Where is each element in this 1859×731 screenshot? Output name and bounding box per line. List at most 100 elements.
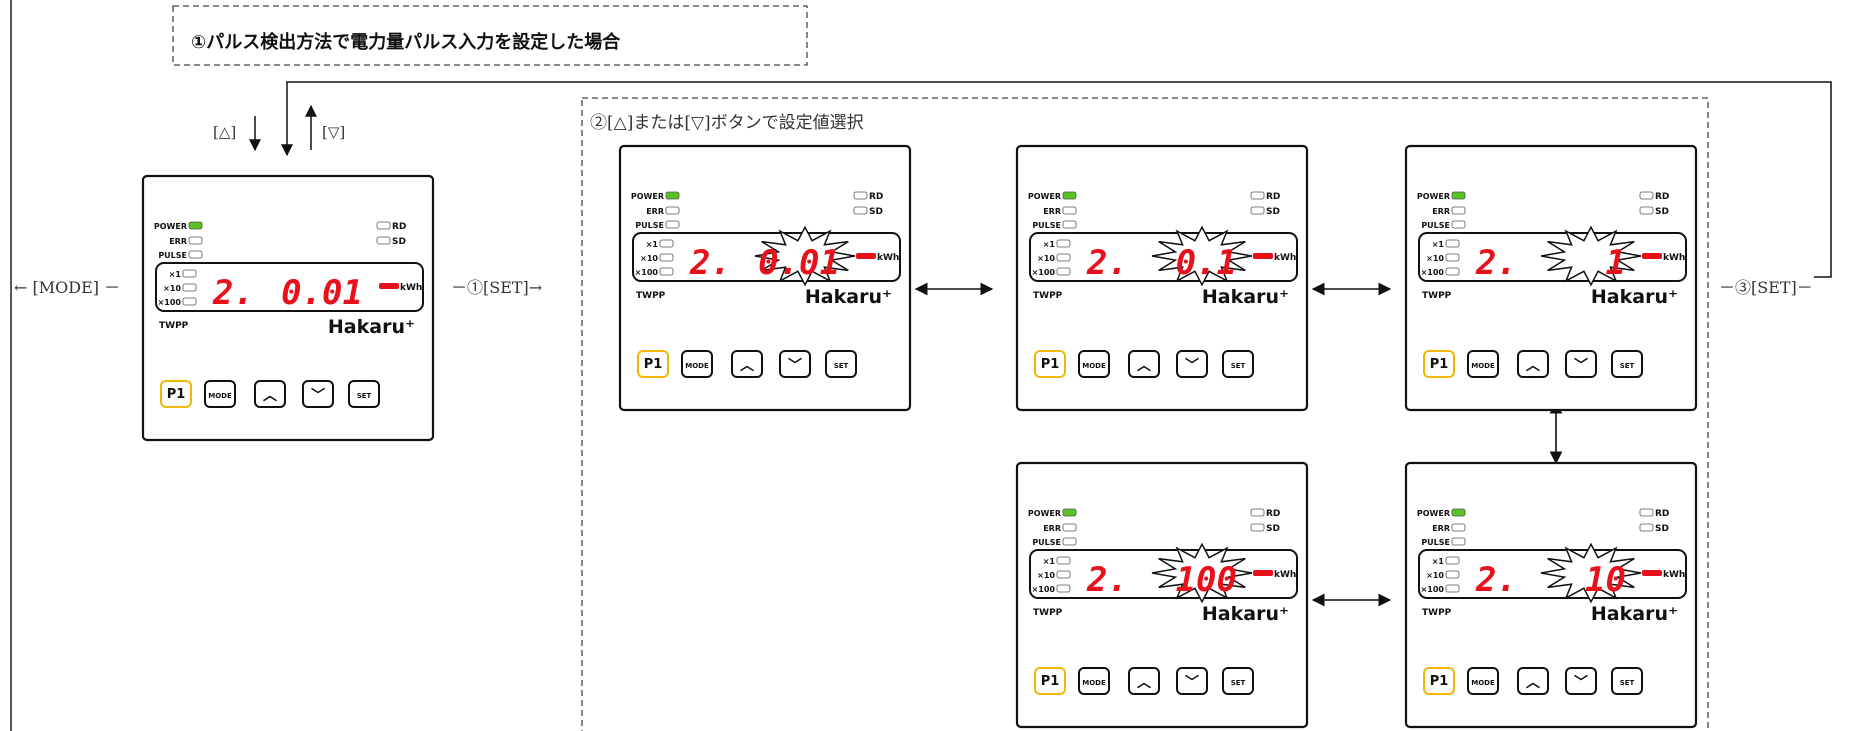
button-mode-label: MODE — [1082, 362, 1106, 370]
range-label-x10: ×10 — [1037, 254, 1055, 263]
range-label-x1: ×1 — [1432, 557, 1445, 566]
button-p1[interactable]: P1 — [1034, 667, 1066, 695]
range-label-x10: ×10 — [163, 284, 181, 293]
led-label-pulse: PULSE — [635, 221, 664, 230]
unit-indicator — [856, 253, 876, 259]
button-down[interactable]: ﹀ — [1176, 667, 1208, 695]
button-set-label: SET — [1231, 362, 1246, 370]
button-p1-label: P1 — [1041, 674, 1060, 689]
led-label-power: POWER — [1417, 509, 1450, 518]
section-box — [581, 97, 1709, 731]
range-label-x10: ×10 — [640, 254, 658, 263]
title-box — [172, 5, 808, 66]
led-label-err: ERR — [169, 237, 187, 246]
led-label-power: POWER — [1417, 192, 1450, 201]
led-label-rd: RD — [392, 222, 406, 232]
button-mode[interactable]: MODE — [1467, 350, 1499, 378]
led-label-power: POWER — [154, 222, 187, 231]
button-set[interactable]: SET — [348, 380, 380, 408]
button-set[interactable]: SET — [1222, 350, 1254, 378]
led-label-pulse: PULSE — [1032, 538, 1061, 547]
button-up[interactable]: ︿ — [1128, 667, 1160, 695]
range-led-x1 — [659, 239, 674, 248]
button-down[interactable]: ﹀ — [1565, 667, 1597, 695]
button-mode-frame — [1467, 350, 1499, 378]
range-led-x10 — [1056, 253, 1071, 262]
blink-burst — [1151, 542, 1253, 604]
button-mode[interactable]: MODE — [1078, 350, 1110, 378]
range-led-x100 — [1056, 584, 1071, 593]
button-down-label: ﹀ — [1574, 674, 1588, 691]
button-p1[interactable]: P1 — [160, 380, 192, 408]
button-mode-frame — [1078, 350, 1110, 378]
button-up[interactable]: ︿ — [1517, 350, 1549, 378]
button-p1[interactable]: P1 — [1423, 667, 1455, 695]
channel-digit: 2. — [212, 273, 254, 313]
led-label-err: ERR — [1432, 524, 1450, 533]
unit-label: kWh — [1663, 253, 1685, 263]
range-label-x10: ×10 — [1426, 254, 1444, 263]
button-down[interactable]: ﹀ — [1565, 350, 1597, 378]
led-label-err: ERR — [1432, 207, 1450, 216]
button-set[interactable]: SET — [825, 350, 857, 378]
button-down[interactable]: ﹀ — [1176, 350, 1208, 378]
button-up-frame — [731, 350, 763, 378]
model-label: TWPP — [1033, 608, 1063, 618]
channel-digit: 2. — [1475, 560, 1517, 600]
set3-label: －③[SET]－ — [1719, 278, 1813, 297]
range-led-x1 — [1445, 556, 1460, 565]
led-power — [665, 191, 680, 200]
range-led-x1 — [1445, 239, 1460, 248]
button-up-frame — [1128, 350, 1160, 378]
range-label-x1: ×1 — [169, 270, 182, 279]
button-up[interactable]: ︿ — [1128, 350, 1160, 378]
button-up[interactable]: ︿ — [254, 380, 286, 408]
button-p1[interactable]: P1 — [1423, 350, 1455, 378]
button-down[interactable]: ﹀ — [779, 350, 811, 378]
unit-indicator — [1253, 570, 1273, 576]
setting-value: 0.01 — [281, 273, 363, 313]
range-label-x100: ×100 — [1032, 268, 1056, 277]
led-rd — [1250, 508, 1265, 517]
range-led-x100 — [1445, 267, 1460, 276]
button-p1[interactable]: P1 — [1034, 350, 1066, 378]
button-up-label: ︿ — [1526, 358, 1540, 374]
led-err — [1451, 523, 1466, 532]
button-up-label: ︿ — [1137, 358, 1151, 374]
range-led-x100 — [182, 297, 197, 306]
button-set-frame — [1222, 667, 1254, 695]
setting-value: 1 — [1606, 243, 1626, 283]
setting-value: 100 — [1176, 560, 1237, 600]
button-mode[interactable]: MODE — [681, 350, 713, 378]
led-label-rd: RD — [1655, 192, 1669, 202]
button-mode[interactable]: MODE — [204, 380, 236, 408]
button-up[interactable]: ︿ — [731, 350, 763, 378]
range-led-x100 — [1445, 584, 1460, 593]
button-mode[interactable]: MODE — [1467, 667, 1499, 695]
setting-value: 10 — [1585, 560, 1626, 600]
button-up[interactable]: ︿ — [1517, 667, 1549, 695]
led-sd — [1639, 523, 1654, 532]
button-set[interactable]: SET — [1222, 667, 1254, 695]
button-down-label: ﹀ — [1185, 357, 1199, 374]
button-p1-frame — [160, 380, 192, 408]
button-mode[interactable]: MODE — [1078, 667, 1110, 695]
button-set[interactable]: SET — [1611, 350, 1643, 378]
button-down-frame — [1176, 667, 1208, 695]
button-p1[interactable]: P1 — [637, 350, 669, 378]
range-led-x100 — [1056, 267, 1071, 276]
button-set[interactable]: SET — [1611, 667, 1643, 695]
unit-label: kWh — [1663, 570, 1685, 580]
button-down[interactable]: ﹀ — [302, 380, 334, 408]
blink-burst — [1540, 542, 1642, 604]
led-power — [188, 221, 203, 230]
range-label-x100: ×100 — [635, 268, 659, 277]
brand-logo: Hakaru⁺ — [1591, 286, 1678, 308]
led-label-rd: RD — [1266, 509, 1280, 519]
down-key-label: [▽] — [322, 123, 345, 141]
led-pulse — [1451, 220, 1466, 229]
button-p1-frame — [1423, 350, 1455, 378]
led-rd — [376, 221, 391, 230]
